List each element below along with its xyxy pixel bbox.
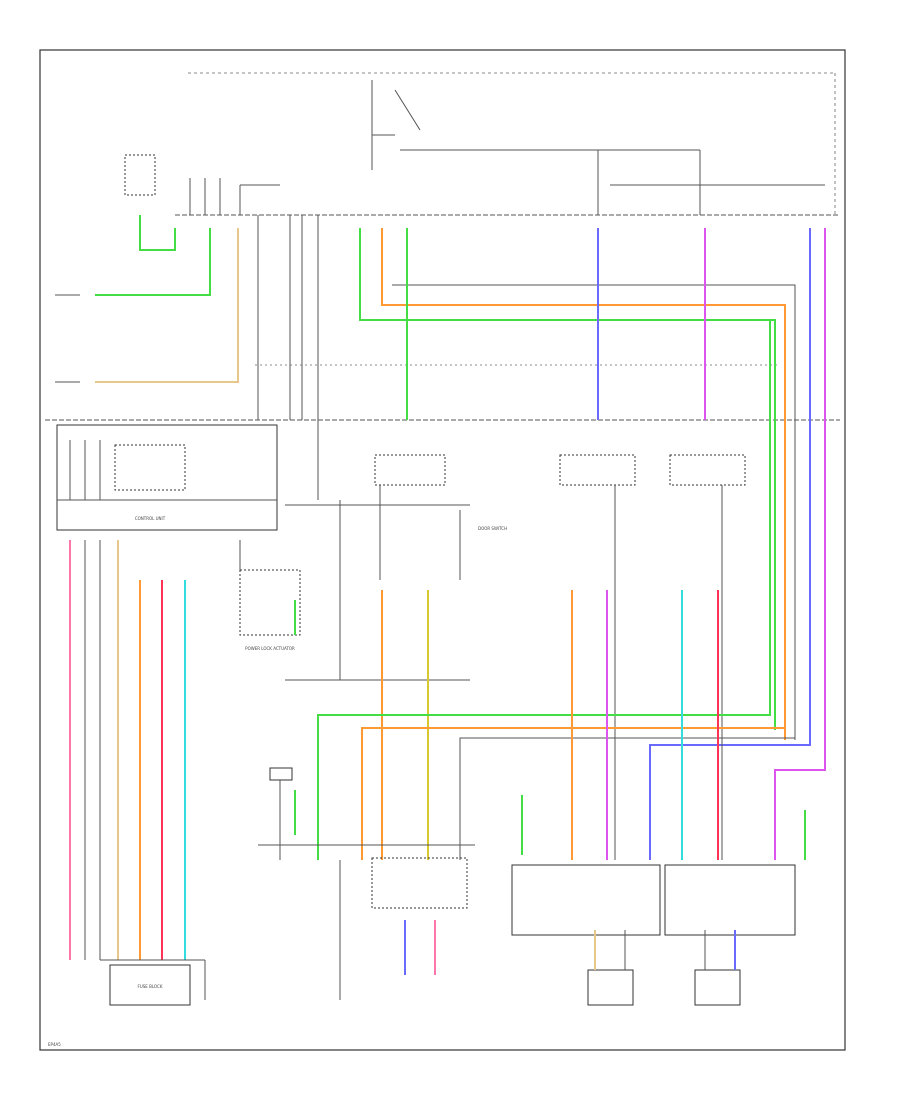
footer-code: EP4A5 <box>48 1042 61 1047</box>
left-switches <box>55 215 239 383</box>
switch-component-top-left <box>124 154 280 215</box>
door-switch-label: DOOR SWITCH <box>478 526 507 531</box>
diagram-frame <box>39 49 846 1051</box>
black-wires-upper <box>255 215 796 740</box>
control-unit: CONTROL UNIT <box>56 424 278 531</box>
door-lock-switches <box>285 454 746 860</box>
power-lock-actuator: POWER LOCK ACTUATOR <box>239 540 301 651</box>
lower-switch-assemblies <box>258 767 475 1000</box>
fuse-block: FUSE BLOCK <box>100 959 206 1006</box>
colored-wires-middle <box>317 320 795 860</box>
fuse-relay-area <box>371 80 825 215</box>
fuse-block-label: FUSE BLOCK <box>138 984 163 989</box>
control-unit-label: CONTROL UNIT <box>135 516 166 521</box>
colored-wires-upper <box>359 228 826 860</box>
rear-door-lock-actuators <box>511 795 806 1006</box>
power-lock-actuator-label: POWER LOCK ACTUATOR <box>245 646 295 651</box>
control-unit-output-wires <box>69 540 186 960</box>
